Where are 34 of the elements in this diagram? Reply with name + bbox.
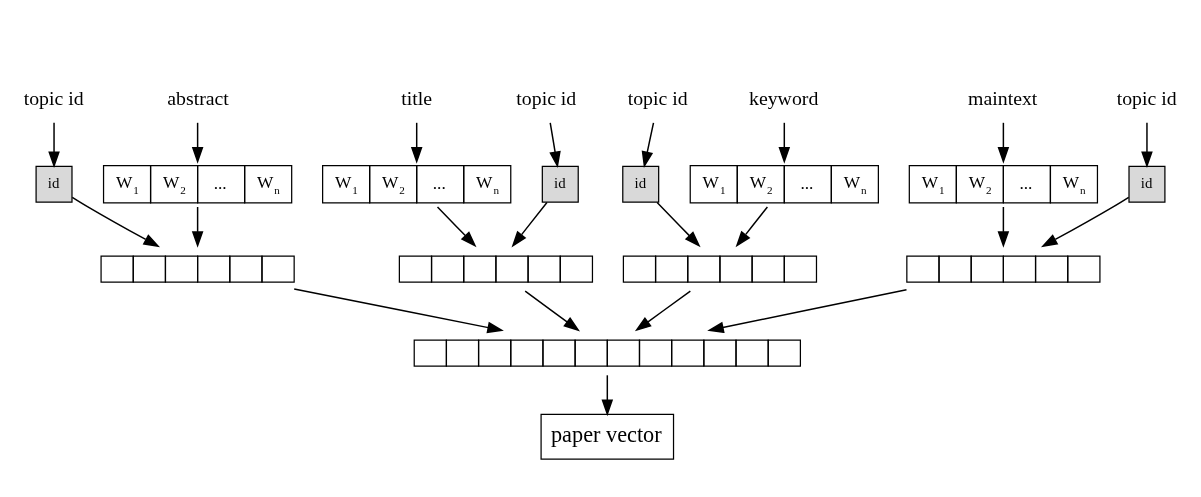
- node-text: title: [401, 86, 433, 109]
- node-box: id: [35, 165, 73, 203]
- node-text: topic id: [23, 86, 84, 109]
- arrow: [997, 121, 1010, 164]
- arrow: [601, 374, 614, 416]
- arrow: [48, 121, 60, 168]
- arrow: [1040, 196, 1130, 247]
- arrow: [191, 121, 204, 164]
- arrow: [641, 121, 655, 168]
- node-text: abstract: [167, 86, 229, 109]
- node-text: topic id: [516, 86, 577, 109]
- arrow: [549, 121, 561, 168]
- arrow: [524, 289, 581, 331]
- node-text: keyword: [749, 86, 819, 109]
- node-box: id: [541, 165, 579, 203]
- arrow: [997, 205, 1010, 248]
- arrow: [71, 196, 161, 247]
- node-box: paper vector: [540, 413, 675, 460]
- arrow: [511, 201, 548, 247]
- node-text: maintext: [968, 86, 1038, 109]
- arrow: [293, 287, 504, 333]
- arrow: [707, 288, 908, 333]
- arrow: [1141, 121, 1153, 168]
- arrow: [410, 121, 423, 164]
- arrow: [436, 205, 477, 247]
- node-box: id: [622, 165, 660, 203]
- node-box: id: [1128, 165, 1166, 203]
- arrow: [778, 121, 791, 164]
- node-text: topic id: [627, 86, 688, 109]
- node-text: topic id: [1116, 86, 1177, 109]
- arrow: [191, 205, 204, 248]
- arrow: [634, 289, 692, 331]
- arrow: [656, 201, 701, 247]
- arrow: [735, 205, 769, 247]
